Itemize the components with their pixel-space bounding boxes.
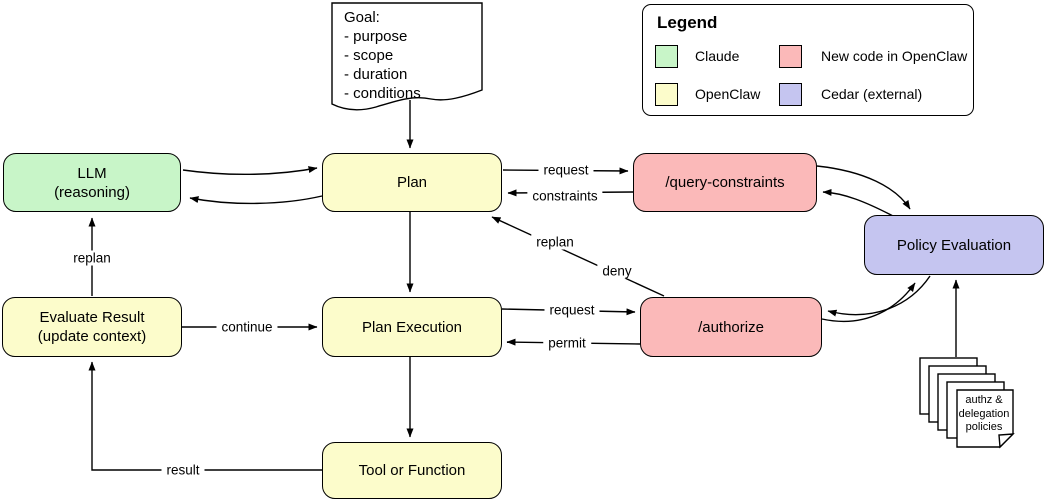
goal-note-item: - duration xyxy=(344,66,408,83)
edge-policy-to-query-constraints xyxy=(822,188,894,217)
legend-item-cedar: Cedar (external) xyxy=(779,82,923,106)
edge-plan-to-llm xyxy=(189,195,323,205)
goal-document-shape xyxy=(331,2,483,111)
node-policy-evaluation: Policy Evaluation xyxy=(864,215,1044,275)
goal-note-item: - purpose xyxy=(344,28,408,45)
claude-color-swatch xyxy=(655,44,678,68)
goal-note-title: Goal: xyxy=(344,9,380,26)
node-authorize: /authorize xyxy=(640,297,822,357)
legend-item-openclaw: OpenClaw xyxy=(655,82,761,106)
edge-label-continue: continue xyxy=(216,319,278,335)
edge-label-deny: deny xyxy=(597,263,637,279)
edge-label-constraints: constraints xyxy=(527,188,603,204)
edge-result-to-evaluate xyxy=(88,361,322,471)
node-tool-or-function: Tool or Function xyxy=(322,442,502,499)
edge-label-result: result xyxy=(161,462,205,478)
goal-note-item: - conditions xyxy=(344,85,421,102)
edge-policy-to-authorize xyxy=(827,275,931,317)
edge-llm-to-plan xyxy=(182,166,318,176)
node-plan: Plan xyxy=(322,153,502,212)
legend-item-new-code: New code in OpenClaw xyxy=(779,44,968,68)
goal-note: Goal: - purpose - scope - duration - con… xyxy=(344,8,421,103)
node-llm: LLM (reasoning) xyxy=(3,153,181,212)
edge-label-replan-diagonal: replan xyxy=(531,234,579,250)
edge-authorize-deny-replan-to-plan xyxy=(491,216,665,297)
goal-note-item: - scope xyxy=(344,47,394,64)
legend-box: Legend Claude New code in OpenClaw OpenC… xyxy=(642,4,974,116)
node-evaluate-result: Evaluate Result (update context) xyxy=(2,297,182,357)
new-code-color-swatch xyxy=(779,44,802,68)
edge-label-request-plan: request xyxy=(538,162,594,178)
node-query-constraints: /query-constraints xyxy=(633,153,817,212)
dog-ear-fold xyxy=(998,433,1015,449)
edge-label-replan-vertical: replan xyxy=(68,250,116,266)
edge-authorize-to-policy xyxy=(821,282,916,323)
legend-label: New code in OpenClaw xyxy=(821,48,968,64)
edge-label-permit: permit xyxy=(543,335,591,351)
node-plan-execution: Plan Execution xyxy=(322,297,502,357)
legend-item-claude: Claude xyxy=(655,44,740,68)
legend-label: OpenClaw xyxy=(695,86,761,102)
policies-stack xyxy=(919,357,1015,449)
cedar-color-swatch xyxy=(779,82,802,106)
edge-label-request-exec: request xyxy=(544,302,600,318)
edge-query-constraints-to-policy xyxy=(816,165,911,210)
legend-label: Cedar (external) xyxy=(821,86,923,102)
openclaw-color-swatch xyxy=(655,82,678,106)
policies-note: authz & delegation policies xyxy=(958,394,1010,433)
legend-title: Legend xyxy=(657,13,718,32)
legend-label: Claude xyxy=(695,48,740,64)
